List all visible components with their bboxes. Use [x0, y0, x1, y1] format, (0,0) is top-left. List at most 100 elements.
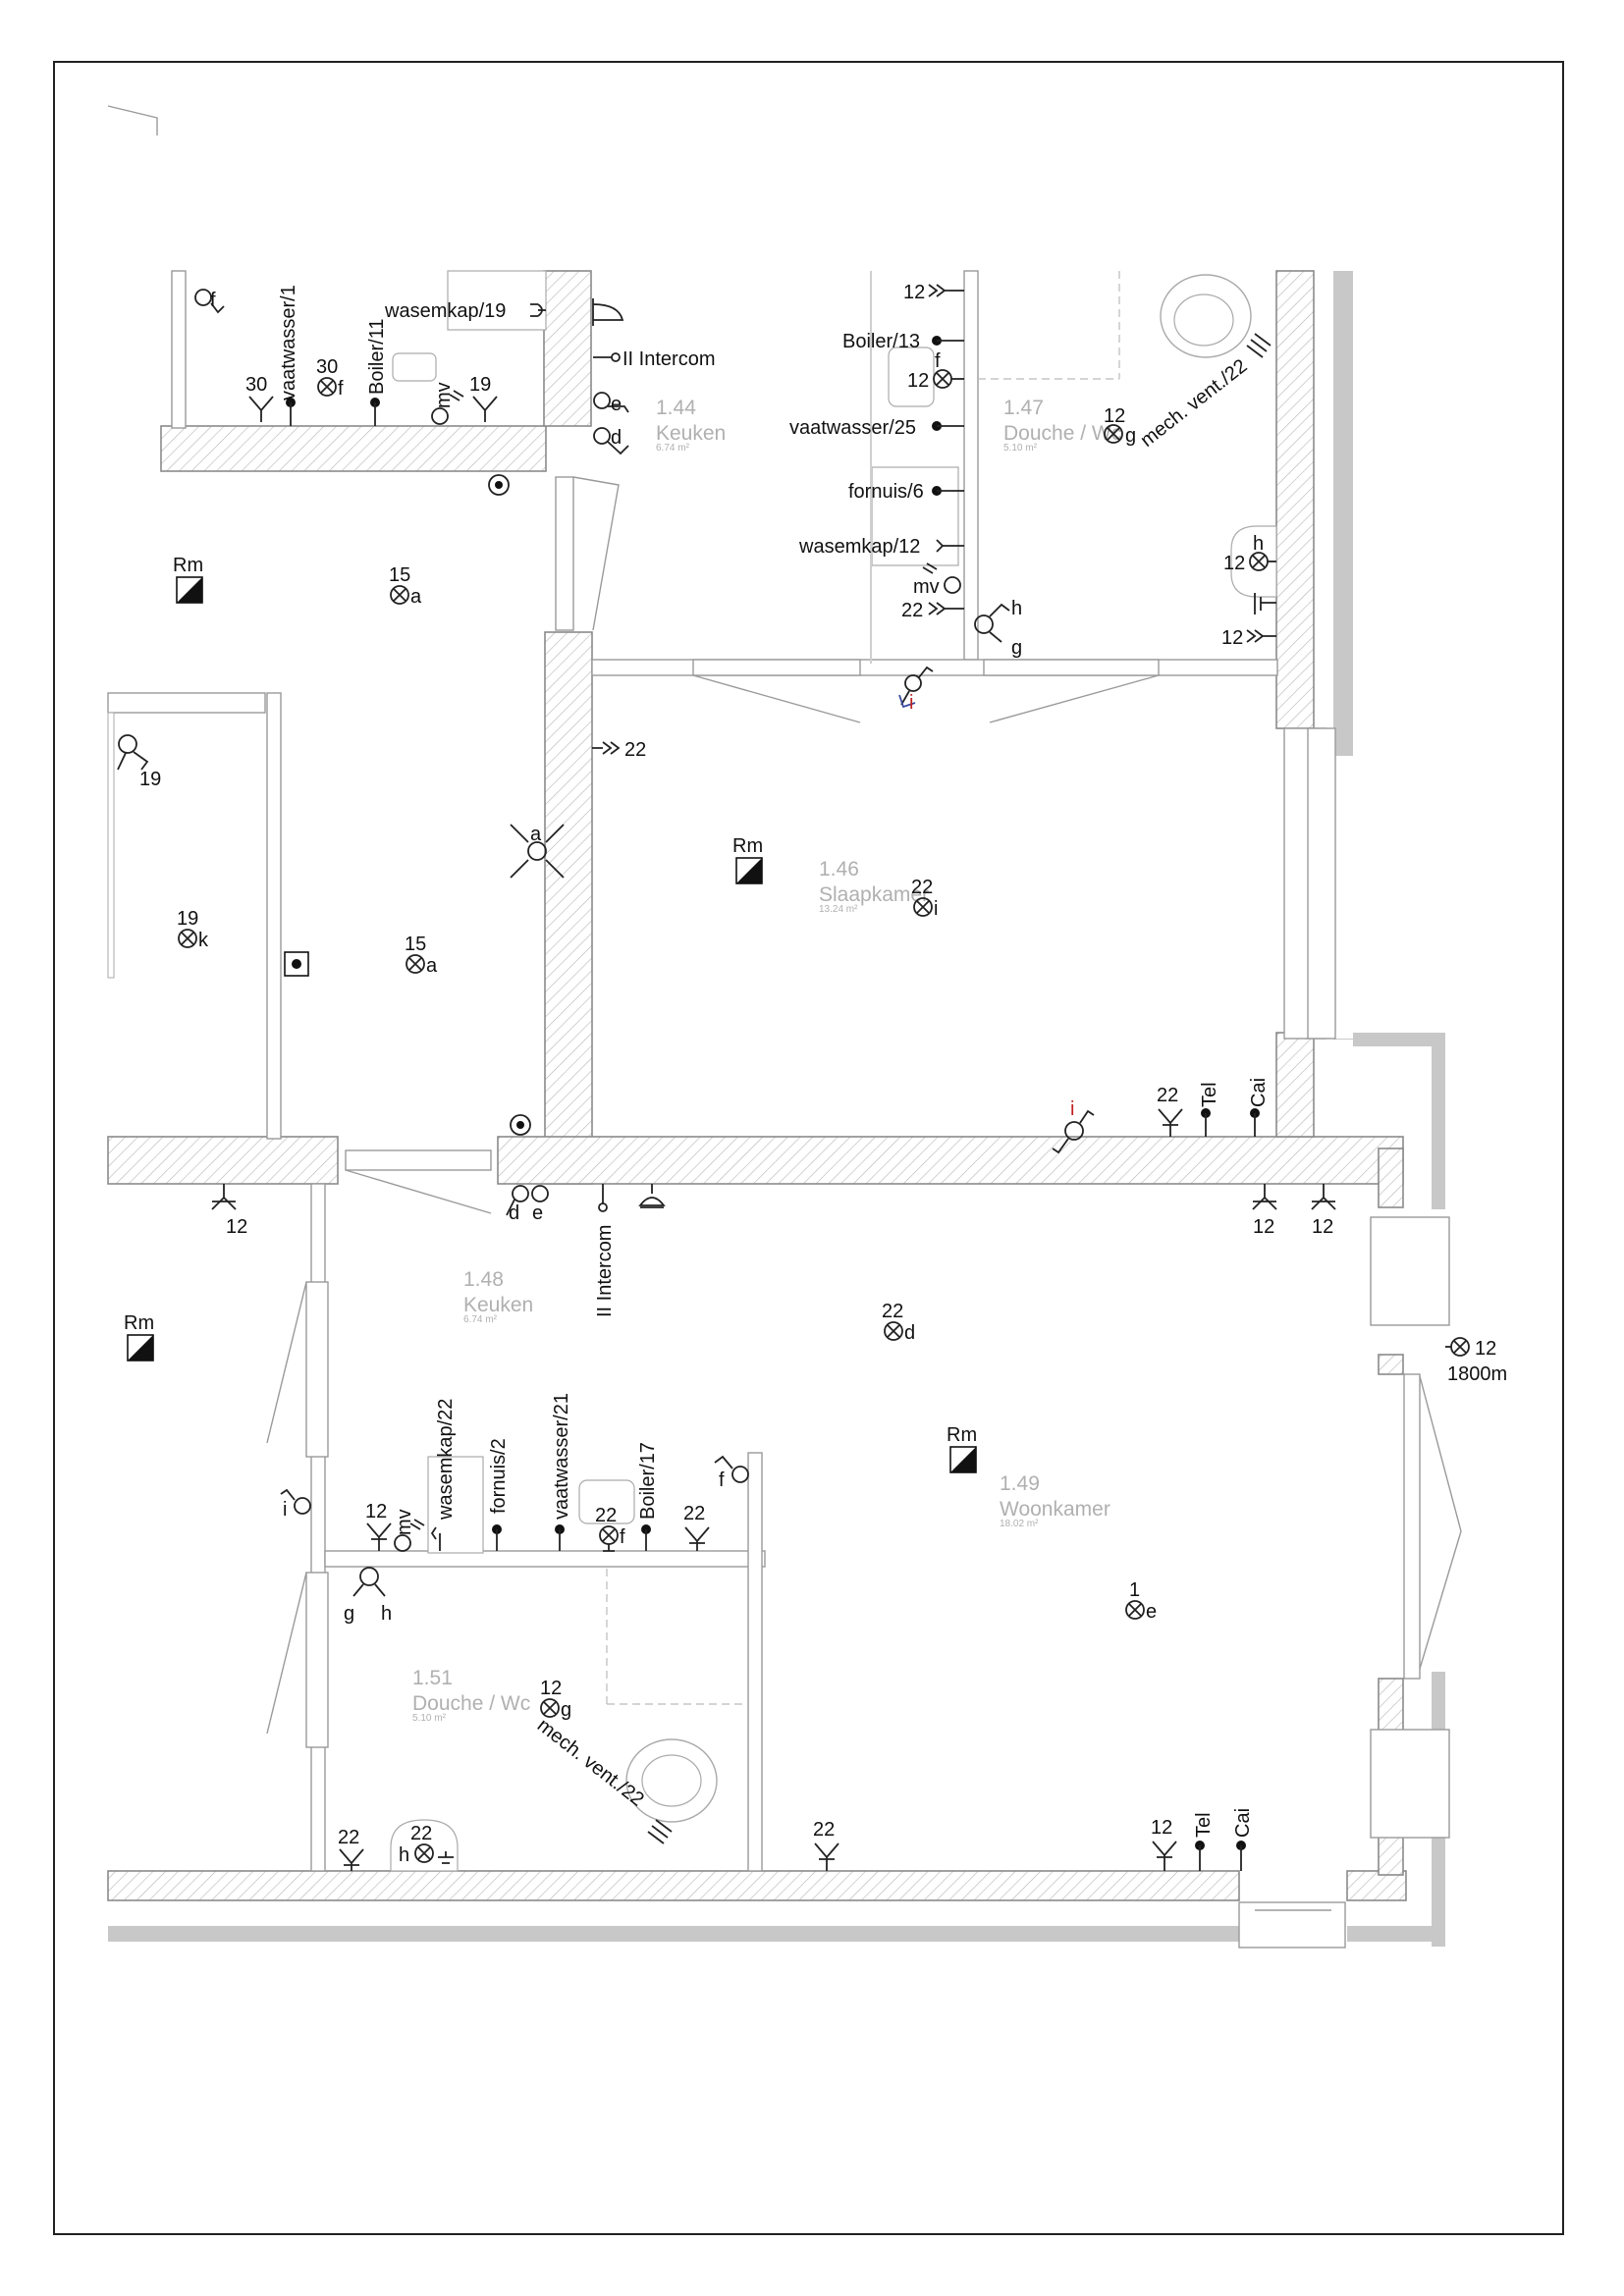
symbol-label-n15: 15 [389, 564, 410, 586]
doors [107, 105, 1462, 1748]
symbol-label-f: f [620, 1526, 625, 1548]
windows [107, 692, 1450, 1949]
room-area-1-47: 5.10 m² [1003, 443, 1038, 454]
bedroom-1-46-symbols: 22 Rm 22 i i i 22 Tel Cai [592, 666, 1270, 1154]
symbol-label-n12: 12 [1312, 1216, 1333, 1238]
symbol-label-len-1800: 1800m [1447, 1363, 1507, 1385]
symbol-label-mv: mv [913, 576, 940, 598]
symbol-label-e: e [1146, 1601, 1157, 1623]
page-frame [53, 61, 1564, 2235]
kitchen-1-48-symbols: Rm wasemkap/22 fornuis/2 vaatwasser/21 2… [124, 1312, 749, 1625]
symbol-label-n12: 12 [1253, 1216, 1274, 1238]
symbol-label-n22: 22 [901, 600, 923, 621]
room-area-1-44: 6.74 m² [656, 443, 690, 454]
room-name-1-48: Keuken [463, 1294, 533, 1316]
symbol-label-boiler-17: Boiler/17 [637, 1442, 659, 1520]
living-1-49-symbols: 22 d Rm 1 e 12 Tel Cai [882, 1301, 1254, 1871]
symbol-label-intercom: II Intercom [623, 348, 715, 370]
symbol-label-n22: 22 [683, 1503, 705, 1524]
corridor-symbols: 12 d e II Intercom 12 12 12 1800m [211, 1184, 1507, 1385]
symbol-label-mech-vent-top: mech. vent./22 [1137, 355, 1252, 452]
symbol-label-n19: 19 [177, 908, 198, 930]
symbol-label-cai: Cai [1248, 1078, 1270, 1107]
symbol-label-n22: 22 [813, 1819, 835, 1841]
symbol-label-h: h [1253, 533, 1264, 555]
symbol-label-d: d [904, 1322, 915, 1344]
symbol-label-mv: mv [433, 382, 455, 408]
symbol-label-n22: 22 [911, 877, 933, 898]
symbol-label-wasemkap-12: wasemkap/12 [798, 536, 920, 558]
symbol-label-n12: 12 [1104, 405, 1125, 427]
symbol-label-f: f [338, 378, 344, 400]
room-number-1-46: 1.46 [819, 858, 859, 881]
symbol-label-k: k [198, 930, 209, 951]
symbol-label-h: h [381, 1603, 392, 1625]
symbol-label-h: h [1011, 598, 1022, 619]
room-name-1-46: Slaapkamer [819, 883, 929, 906]
symbol-label-f: f [935, 350, 941, 372]
symbol-label-n12: 12 [1221, 627, 1243, 649]
symbol-label-n22: 22 [1157, 1085, 1178, 1106]
room-labels: 1.44 Keuken 6.74 m² 1.47 Douche / Wc 5.1… [412, 397, 1121, 1724]
symbol-label-n12: 12 [1223, 553, 1245, 574]
room-name-1-49: Woonkamer [1000, 1498, 1110, 1521]
symbol-label-n12: 12 [226, 1216, 247, 1238]
symbol-label-tel: Tel [1199, 1082, 1220, 1107]
symbol-label-n12: 12 [1151, 1817, 1172, 1839]
symbol-label-g: g [561, 1699, 571, 1721]
symbol-label-mv: mv [394, 1509, 415, 1535]
walls [107, 270, 1407, 1901]
room-number-1-44: 1.44 [656, 397, 696, 419]
symbol-label-i: i [283, 1499, 287, 1521]
symbol-label-g: g [1011, 637, 1022, 659]
room-area-1-49: 18.02 m² [1000, 1519, 1039, 1529]
symbol-label-n19: 19 [139, 769, 161, 790]
symbol-label-intercom: II Intercom [594, 1225, 616, 1317]
symbol-label-vaatwasser-25: vaatwasser/25 [789, 417, 916, 439]
symbol-label-f: f [719, 1469, 725, 1491]
symbol-label-rm: Rm [732, 835, 763, 857]
symbol-label-n30: 30 [316, 356, 338, 378]
left-room-symbols: Rm 15 a 19 19 k 15 a a [117, 555, 565, 1136]
symbol-label-n12: 12 [907, 370, 929, 392]
room-name-1-47: Douche / Wc [1003, 422, 1121, 445]
symbol-label-fornuis-6: fornuis/6 [848, 481, 924, 503]
symbol-label-h: h [399, 1844, 409, 1866]
symbol-label-fornuis-2: fornuis/2 [488, 1438, 510, 1514]
symbol-label-tel: Tel [1193, 1812, 1215, 1838]
symbol-label-g: g [1125, 425, 1136, 447]
symbol-label-f: f [210, 290, 216, 311]
room-area-1-46: 13.24 m² [819, 904, 858, 915]
symbol-label-n22: 22 [410, 1823, 432, 1844]
symbol-label-cai: Cai [1232, 1808, 1254, 1838]
symbol-label-n12: 12 [1475, 1338, 1496, 1360]
room-name-1-51: Douche / Wc [412, 1692, 530, 1715]
fixtures [390, 270, 1277, 1872]
symbol-label-d: d [509, 1202, 519, 1224]
symbol-label-wasemkap-19: wasemkap/19 [384, 300, 506, 322]
symbol-label-n22: 22 [595, 1505, 617, 1526]
symbol-label-i: i [934, 898, 938, 920]
symbol-label-vaatwasser-21: vaatwasser/21 [551, 1393, 572, 1520]
symbol-label-n22: 22 [882, 1301, 903, 1322]
symbol-label-n19: 19 [469, 374, 491, 396]
symbol-label-n1: 1 [1129, 1579, 1140, 1601]
symbol-label-n30: 30 [245, 374, 267, 396]
partitions [171, 270, 1421, 1872]
symbol-label-n22: 22 [624, 739, 646, 761]
symbol-label-a: a [410, 586, 422, 608]
symbol-label-boiler-13: Boiler/13 [842, 331, 920, 352]
symbol-label-a: a [530, 824, 542, 845]
symbol-label-e: e [611, 394, 622, 415]
symbol-label-wasemkap-22: wasemkap/22 [435, 1399, 457, 1521]
symbol-label-n12: 12 [365, 1501, 387, 1522]
symbol-label-rm: Rm [947, 1424, 977, 1446]
symbol-label-rm: Rm [173, 555, 203, 576]
symbol-label-g: g [344, 1603, 354, 1625]
symbol-label-a: a [426, 955, 438, 977]
symbol-label-n12: 12 [903, 282, 925, 303]
room-number-1-48: 1.48 [463, 1268, 504, 1291]
room-number-1-51: 1.51 [412, 1667, 453, 1689]
room-number-1-49: 1.49 [1000, 1472, 1040, 1495]
room-area-1-48: 6.74 m² [463, 1314, 498, 1325]
